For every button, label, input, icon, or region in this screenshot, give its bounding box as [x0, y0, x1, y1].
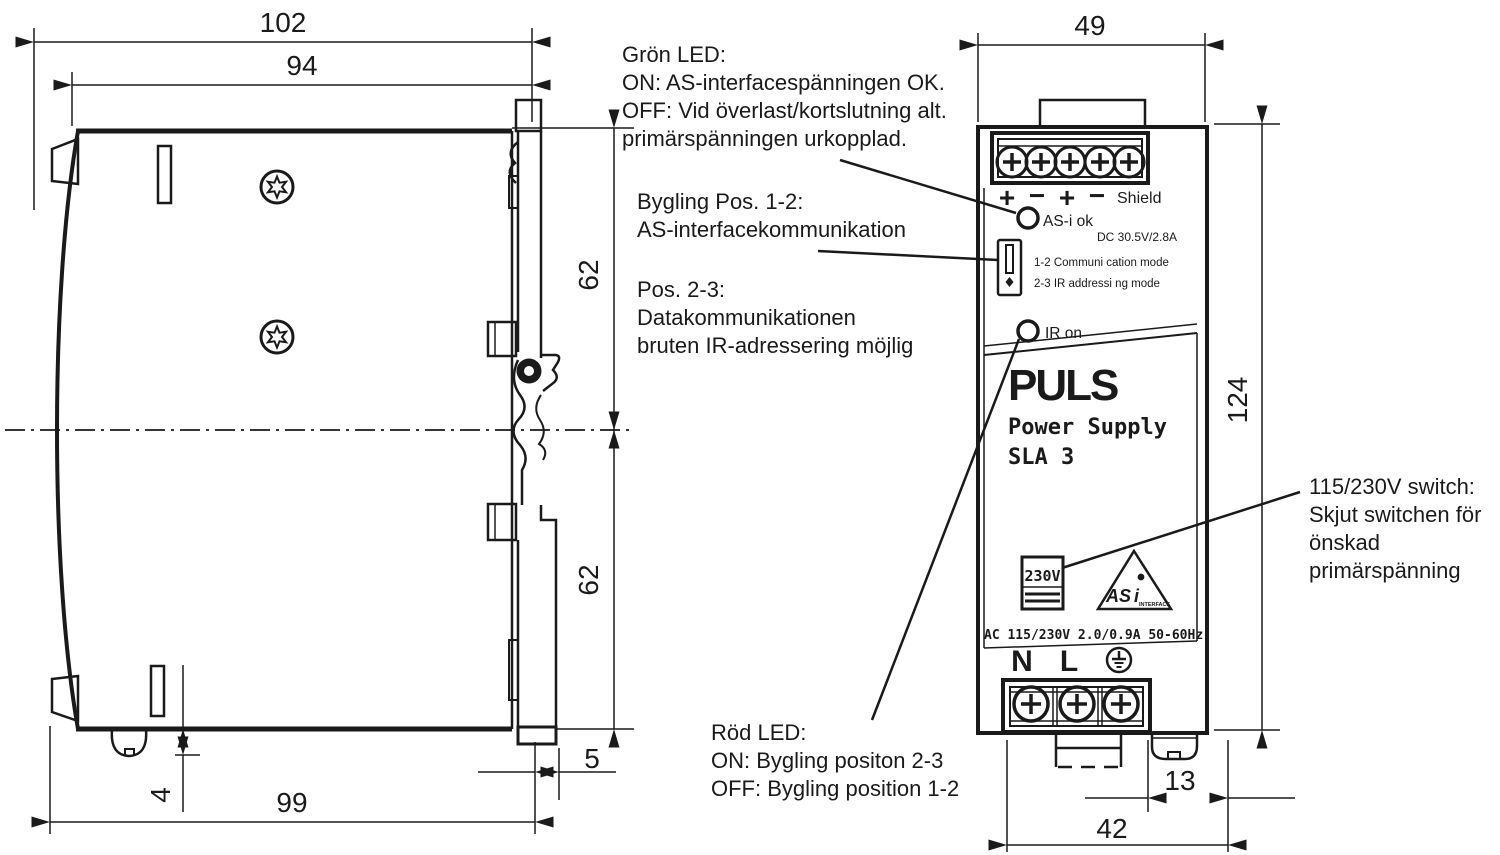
dim-102: 102	[260, 7, 307, 38]
annotation-jumper-pos23: Pos. 2-3: Datakommunikationen bruten IR-…	[637, 277, 913, 358]
product-name: Power Supply	[1008, 415, 1167, 440]
dim-42: 42	[1096, 813, 1127, 844]
leader-voltage-switch	[1061, 490, 1301, 570]
dim-99: 99	[276, 787, 307, 818]
output-rating: DC 30.5V/2.8A	[1097, 230, 1177, 244]
dim-4: 4	[145, 787, 176, 803]
annotation-line: Röd LED:	[711, 720, 806, 745]
annotation-line: primärspänning	[1309, 558, 1461, 583]
voltage-selector-label: 230V	[1024, 567, 1060, 585]
terminal-l-label: L	[1060, 645, 1078, 678]
brand-logo: PULS	[1008, 361, 1118, 410]
annotation-line: önskad	[1309, 530, 1380, 555]
red-led-icon	[1016, 319, 1040, 343]
leader-lines	[817, 158, 1301, 721]
product-model: SLA 3	[1008, 445, 1074, 470]
bottom-din-clip	[1150, 733, 1199, 761]
annotation-red-led: Röd LED: ON: Bygling positon 2-3 OFF: By…	[711, 720, 959, 801]
top-terminal-block	[990, 131, 1150, 185]
vent-slot-bottom	[149, 664, 166, 718]
annotation-line: Datakommunikationen	[637, 305, 856, 330]
annotation-line: AS-interfacekommunikation	[637, 217, 906, 242]
bottom-protrusion	[1054, 733, 1123, 769]
screw-icon	[1083, 145, 1117, 179]
annotation-line: bruten IR-adressering möjlig	[637, 333, 913, 358]
screw-icon	[1012, 685, 1050, 723]
annotation-line: ON: AS-interfacespänningen OK.	[622, 70, 945, 95]
annotation-line: Grön LED:	[622, 42, 726, 67]
din-rail-clip	[486, 98, 561, 746]
screw-icon	[995, 145, 1029, 179]
asi-logo-i: i	[1134, 586, 1140, 606]
shield-label: Shield	[1117, 190, 1161, 207]
bottom-terminal-block	[1001, 678, 1152, 734]
jumper-mode-1: 1-2 Communi cation mode	[1034, 257, 1169, 269]
torx-screw-icon	[259, 319, 295, 355]
dim-124: 124	[1222, 377, 1253, 424]
screw-icon	[1058, 685, 1096, 723]
asi-logo-text: AS	[1105, 586, 1131, 606]
annotation-line: OFF: Vid överlast/kortslutning alt.	[622, 98, 947, 123]
jumper-switch-icon	[996, 238, 1023, 297]
annotation-line: ON: Bygling positon 2-3	[711, 748, 943, 773]
side-tab-bottom	[50, 674, 80, 723]
dim-94: 94	[286, 50, 317, 81]
screw-icon	[1112, 145, 1146, 179]
minus-label: −	[1029, 180, 1045, 211]
annotation-line: 115/230V switch:	[1309, 474, 1475, 499]
front-view-dimensions: 49 124 13 42	[959, 10, 1295, 852]
screw-icon	[1053, 145, 1087, 179]
annotation-line: primärspänningen urkopplad.	[622, 126, 907, 151]
dim-49: 49	[1074, 10, 1105, 41]
dim-62-lower: 62	[573, 564, 604, 595]
annotation-line: Pos. 2-3:	[637, 277, 725, 302]
vent-slot-top	[156, 144, 173, 205]
side-view	[5, 98, 634, 758]
bottom-foot	[110, 729, 148, 758]
annotation-line: Skjut switchen för	[1309, 502, 1481, 527]
jumper-mode-2: 2-3 IR addressi ng mode	[1034, 278, 1160, 290]
leader-jumper	[817, 249, 999, 262]
annotation-line: OFF: Bygling position 1-2	[711, 776, 959, 801]
as-interface-logo: AS i INTERFACE	[1095, 548, 1174, 611]
leader-red-led	[870, 338, 1021, 721]
leader-green-led	[839, 158, 1017, 215]
asi-logo-sub: INTERFACE	[1139, 602, 1171, 608]
torx-screw-icon	[259, 169, 295, 205]
front-view: + − + − Shield AS-i ok DC 30.5V/2.8A 1-2…	[976, 98, 1209, 769]
terminal-polarity-labels: + − + − Shield	[999, 180, 1162, 213]
screw-icon	[1024, 145, 1058, 179]
red-led-label: IR on	[1045, 325, 1082, 342]
annotation-voltage-switch: 115/230V switch: Skjut switchen för önsk…	[1309, 474, 1481, 583]
bottom-foot-notch	[124, 748, 135, 755]
terminal-n-label: N	[1011, 645, 1033, 678]
minus-label: −	[1089, 180, 1105, 211]
plus-label: +	[999, 182, 1015, 213]
annotation-green-led: Grön LED: ON: AS-interfacespänningen OK.…	[622, 42, 947, 151]
top-tab	[1038, 98, 1147, 129]
side-view-dimensions: 102 94 62 62 99 4 5	[15, 7, 634, 834]
dim-13: 13	[1164, 765, 1195, 796]
plus-label: +	[1059, 182, 1075, 213]
dim-5: 5	[584, 743, 600, 774]
screw-icon	[1102, 685, 1140, 723]
voltage-selector-switch[interactable]: 230V	[1020, 555, 1065, 611]
ground-icon	[1105, 646, 1133, 674]
green-led-label: AS-i ok	[1043, 213, 1093, 230]
dim-62-upper: 62	[573, 259, 604, 290]
input-rating: AC 115/230V 2.0/0.9A 50-60Hz	[984, 628, 1203, 643]
annotation-jumper-pos12: Bygling Pos. 1-2: AS-interfacekommunikat…	[637, 189, 906, 242]
green-led-icon	[1016, 206, 1040, 230]
annotation-line: Bygling Pos. 1-2:	[637, 189, 803, 214]
side-tab-top	[50, 137, 80, 186]
